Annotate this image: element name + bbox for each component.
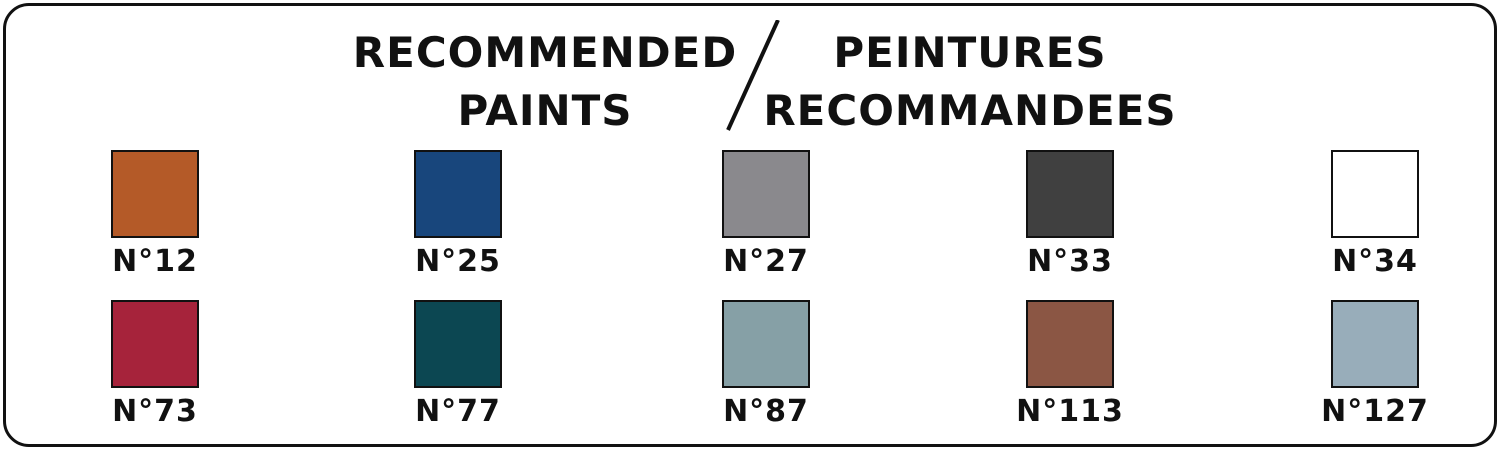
paint-code-label: N°113 <box>1016 394 1124 429</box>
title-separator-slash <box>726 20 780 131</box>
title-english: RECOMMENDED PAINTS <box>345 24 745 140</box>
paint-color-swatch <box>414 300 502 388</box>
paint-swatch-item: N°27 <box>666 150 866 280</box>
paint-swatch-item: N°73 <box>55 300 255 430</box>
paint-color-swatch <box>111 300 199 388</box>
paint-code-label: N°25 <box>415 244 501 279</box>
paint-swatch-item: N°87 <box>666 300 866 430</box>
paint-color-swatch <box>722 300 810 388</box>
paint-swatch-item: N°113 <box>970 300 1170 430</box>
paint-color-swatch <box>1331 300 1419 388</box>
paint-swatch-item: N°77 <box>358 300 558 430</box>
paint-swatch-item: N°12 <box>55 150 255 280</box>
paint-swatch-item: N°33 <box>970 150 1170 280</box>
paint-code-label: N°33 <box>1027 244 1113 279</box>
paint-swatch-item: N°127 <box>1275 300 1475 430</box>
title-french-line-1: PEINTURES <box>833 28 1107 77</box>
paint-code-label: N°34 <box>1332 244 1418 279</box>
paint-code-label: N°77 <box>415 394 501 429</box>
paint-code-label: N°12 <box>112 244 198 279</box>
title-french-line-2: RECOMMANDEES <box>763 86 1177 135</box>
paint-code-label: N°73 <box>112 394 198 429</box>
paint-color-swatch <box>1026 150 1114 238</box>
paint-code-label: N°87 <box>723 394 809 429</box>
title-english-line-1: RECOMMENDED <box>352 28 738 77</box>
paint-card-frame <box>3 3 1497 447</box>
paint-swatch-item: N°25 <box>358 150 558 280</box>
paint-color-swatch <box>111 150 199 238</box>
paint-code-label: N°27 <box>723 244 809 279</box>
paint-color-swatch <box>1026 300 1114 388</box>
paint-color-swatch <box>1331 150 1419 238</box>
paint-color-swatch <box>414 150 502 238</box>
paint-color-swatch <box>722 150 810 238</box>
paint-code-label: N°127 <box>1321 394 1429 429</box>
paint-swatch-item: N°34 <box>1275 150 1475 280</box>
title-english-line-2: PAINTS <box>457 86 633 135</box>
title-french: PEINTURES RECOMMANDEES <box>760 24 1180 140</box>
